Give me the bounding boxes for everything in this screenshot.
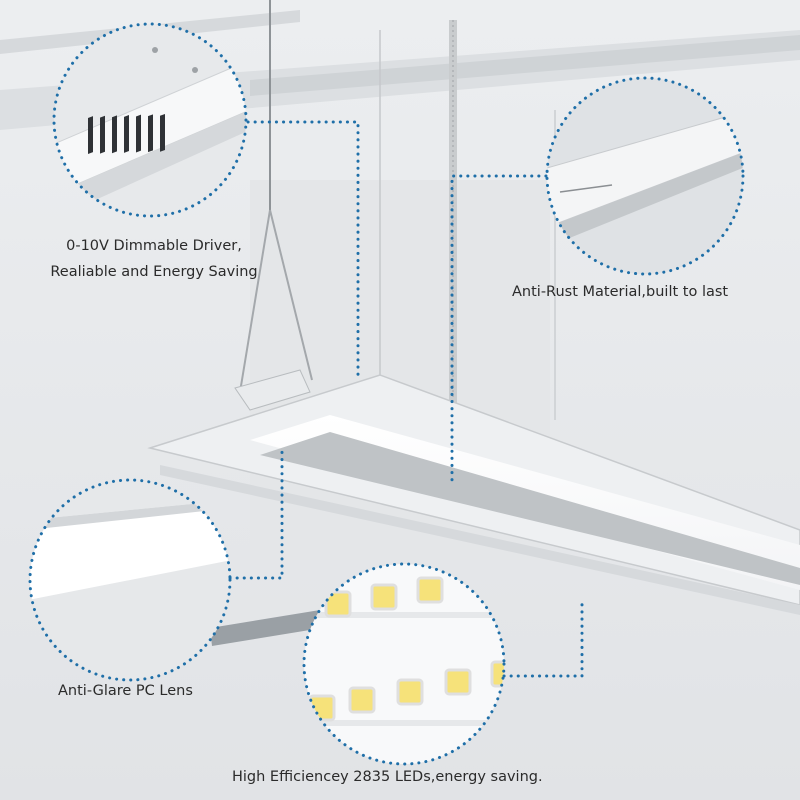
- driver-leader-line: [246, 120, 360, 382]
- leds-callout-circle: [302, 562, 506, 766]
- lens-caption-text: Anti-Glare PC Lens: [58, 683, 193, 699]
- fixture-side: [160, 465, 800, 615]
- driver-callout-circle: [52, 22, 248, 218]
- v-hanger: [239, 209, 313, 393]
- led-row-top: [324, 576, 444, 618]
- fixture-channel: [260, 432, 800, 585]
- rust-callout-circle: [545, 76, 745, 276]
- leds-caption: High Efficiencey 2835 LEDs,energy saving…: [232, 764, 572, 790]
- leds-leader-line: [502, 598, 584, 678]
- driver-caption-line1: 0-10V Dimmable Driver,: [66, 238, 242, 254]
- driver-caption: 0-10V Dimmable Driver, Realiable and Ene…: [42, 233, 266, 285]
- ceiling-beam-shadow: [250, 35, 800, 96]
- rust-caption-text: Anti-Rust Material,built to last: [512, 284, 729, 300]
- lens-zoom-image: [30, 480, 230, 680]
- lens-callout-circle: [28, 478, 232, 682]
- driver-caption-line2: Realiable and Energy Saving: [50, 264, 258, 280]
- lens-caption: Anti-Glare PC Lens: [58, 678, 258, 704]
- hanger-bracket: [234, 369, 311, 411]
- leds-zoom-image: [304, 564, 504, 764]
- cable-clip: [210, 610, 322, 646]
- driver-zoom-image: [54, 24, 246, 216]
- rust-caption: Anti-Rust Material,built to last: [512, 279, 772, 305]
- leds-caption-text: High Efficiencey 2835 LEDs,energy saving…: [232, 769, 543, 785]
- rust-zoom-image: [547, 78, 743, 274]
